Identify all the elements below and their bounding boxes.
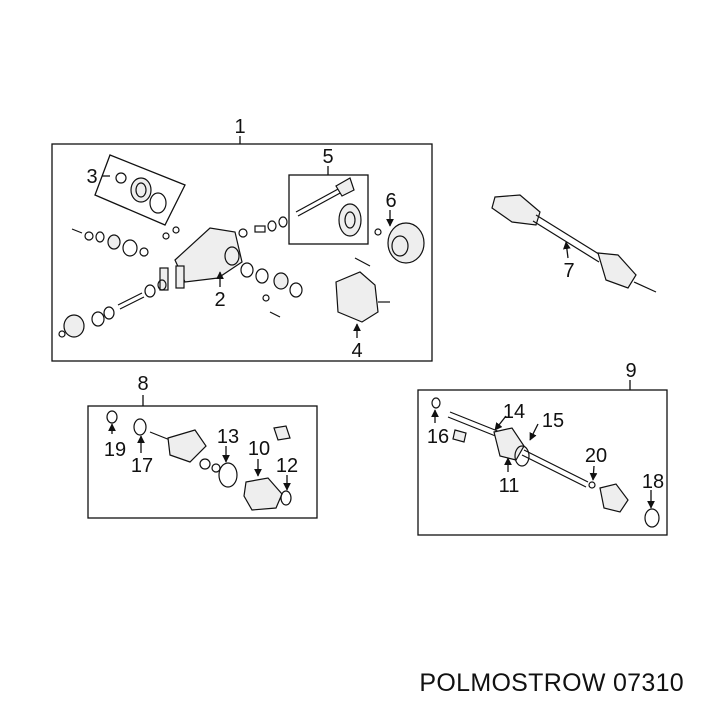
- front-outer-joint: [599, 483, 629, 513]
- callout-13: 13: [217, 426, 239, 448]
- half-shaft-rear: 7: [491, 194, 657, 293]
- differential-group-frame: [51, 143, 433, 362]
- front-axle-bar: [449, 411, 501, 433]
- bearing-race: [149, 192, 167, 214]
- callout-20-leader: [589, 465, 598, 481]
- axle-bar: [535, 214, 603, 257]
- callout-15: 15: [542, 410, 564, 432]
- front-shaft-group-frame: [417, 389, 668, 536]
- housing-stud: [159, 267, 169, 291]
- bearing-kit-subframe: [94, 154, 186, 226]
- inner-joint-housing: [167, 429, 207, 463]
- callout-20: 20: [585, 445, 607, 467]
- callout-12: 12: [276, 455, 298, 477]
- differential-group: 1 3 5 2: [51, 116, 433, 362]
- seal-ring: [115, 172, 127, 184]
- callout-10: 10: [248, 438, 270, 460]
- callout-4: 4: [351, 340, 362, 362]
- front-seal-ring: [644, 508, 660, 528]
- callout-9: 9: [625, 360, 636, 382]
- axle-spline: [633, 281, 657, 293]
- circlip: [106, 410, 118, 424]
- callout-11: 11: [499, 475, 520, 497]
- callout-19: 19: [104, 439, 126, 461]
- callout-7-leader: [563, 241, 571, 259]
- pinion-shaft: [295, 187, 341, 213]
- callout-14: 14: [503, 401, 525, 423]
- front-inner-boot: [493, 427, 525, 461]
- inner-cv-boot: [491, 194, 541, 226]
- bolt: [71, 228, 83, 234]
- cv-boot: [243, 477, 283, 511]
- callout-18: 18: [642, 471, 664, 493]
- differential-carrier: [387, 222, 425, 264]
- inner-joint-group-frame: [87, 405, 318, 519]
- axle-flange: [63, 314, 85, 338]
- ring-gear: [338, 203, 362, 237]
- callout-3: 3: [86, 166, 97, 188]
- side-bearing: [107, 234, 121, 250]
- callout-6: 6: [385, 190, 396, 212]
- grease-pack: [273, 425, 291, 441]
- front-shaft-group: 9 16 14 15 11 20 18: [417, 360, 668, 536]
- callout-14-leader: [494, 415, 507, 431]
- callout-2: 2: [214, 289, 225, 311]
- callout-8: 8: [137, 373, 148, 395]
- pinion-bearing: [130, 177, 152, 203]
- differential-housing: [174, 227, 243, 283]
- part-number-caption: POLMOSTROW 07310: [419, 669, 684, 697]
- callout-16: 16: [427, 426, 449, 448]
- callout-1: 1: [234, 116, 245, 138]
- outer-cv-boot: [597, 252, 637, 289]
- boot-clamp-large: [218, 462, 238, 488]
- inner-joint-group: 8 19 17 13 10 12: [87, 373, 318, 519]
- callout-7: 7: [563, 260, 574, 282]
- callout-17: 17: [131, 455, 153, 477]
- axle-shaft-stub: [117, 292, 143, 306]
- pinion-gear: [335, 177, 355, 197]
- boot-clamp-small: [280, 490, 292, 506]
- callout-5: 5: [322, 146, 333, 168]
- oil-seal: [133, 418, 147, 436]
- callout-15-leader: [529, 423, 539, 441]
- rear-cover: [335, 271, 379, 323]
